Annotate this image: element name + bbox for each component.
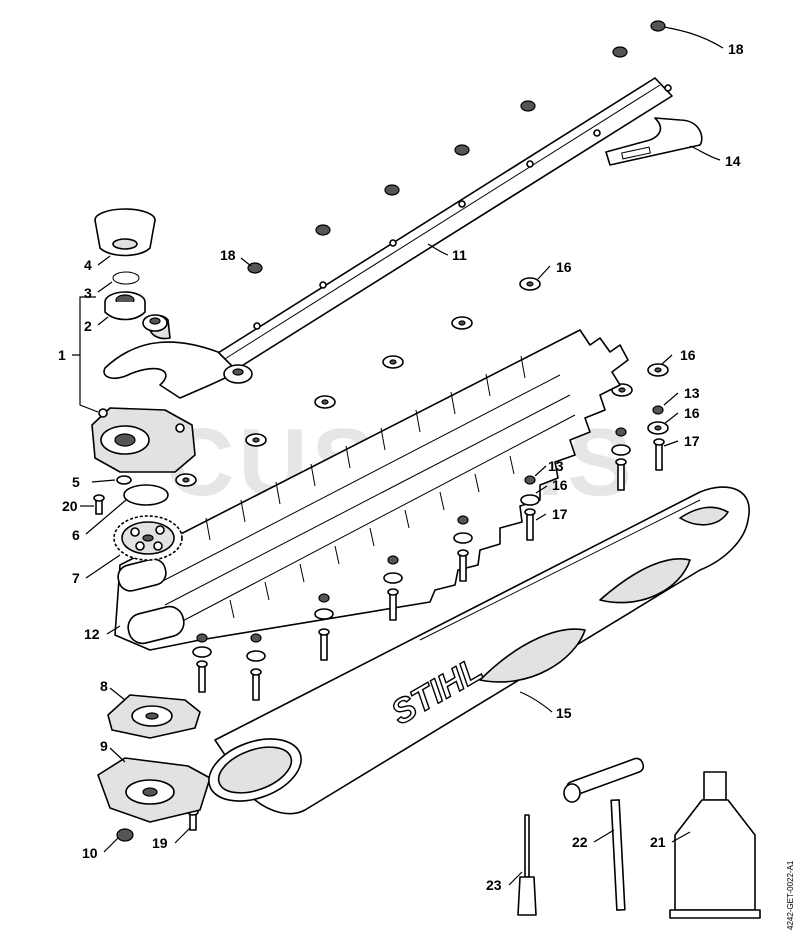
callout-23: 23 xyxy=(486,877,502,893)
callout-21: 21 xyxy=(650,834,666,850)
callout-18: 18 xyxy=(728,41,744,57)
callout-labels: 18 14 11 18 16 4 3 2 1 16 13 16 17 13 16… xyxy=(58,41,744,893)
part-15-scabbard: STIHL xyxy=(208,486,750,815)
callout-17: 17 xyxy=(684,433,700,449)
diagram-code: 4242-GET-0022-A1 xyxy=(786,860,795,930)
callout-16: 16 xyxy=(552,477,568,493)
nuts-13 xyxy=(196,405,664,643)
callout-13: 13 xyxy=(548,458,564,474)
callout-12: 12 xyxy=(84,626,100,642)
callout-4: 4 xyxy=(84,257,92,273)
part-4-cap xyxy=(94,208,156,257)
part-11-connecting-rod xyxy=(103,77,673,399)
callout-2: 2 xyxy=(84,318,92,334)
callout-10: 10 xyxy=(82,845,98,861)
callout-16: 16 xyxy=(556,259,572,275)
callout-16: 16 xyxy=(684,405,700,421)
callout-18: 18 xyxy=(220,247,236,263)
part-12-blades xyxy=(114,329,629,651)
part-5-drive-pin xyxy=(116,475,132,485)
part-2-bearing xyxy=(104,291,146,321)
part-14-clip xyxy=(605,117,703,166)
callout-8: 8 xyxy=(100,678,108,694)
bolts-17 xyxy=(93,438,665,831)
callout-13: 13 xyxy=(684,385,700,401)
callout-19: 19 xyxy=(152,835,168,851)
part-10-nut xyxy=(116,828,134,842)
part-21-grease-tube xyxy=(669,771,761,919)
callout-17: 17 xyxy=(552,506,568,522)
part-9-housing xyxy=(97,757,211,823)
leader-lines xyxy=(72,26,724,886)
rod-rivets xyxy=(253,84,672,330)
washers-small xyxy=(192,444,631,662)
part-23-screwdriver xyxy=(517,814,537,916)
callout-9: 9 xyxy=(100,738,108,754)
part-3-circlip xyxy=(112,271,140,285)
nuts-18 xyxy=(247,20,666,274)
callout-5: 5 xyxy=(72,474,80,490)
part-1-gear-housing xyxy=(91,407,196,473)
callout-7: 7 xyxy=(72,570,80,586)
part-6-disc xyxy=(123,484,169,506)
callout-14: 14 xyxy=(725,153,741,169)
part-7-gear xyxy=(113,515,183,561)
callout-3: 3 xyxy=(84,285,92,301)
part-8-cover xyxy=(107,694,201,739)
callout-16: 16 xyxy=(680,347,696,363)
callout-1: 1 xyxy=(58,347,66,363)
callout-20: 20 xyxy=(62,498,78,514)
callout-11: 11 xyxy=(452,247,467,263)
callout-15: 15 xyxy=(556,705,572,721)
part-22-t-wrench xyxy=(563,757,645,911)
callout-22: 22 xyxy=(572,834,588,850)
callout-6: 6 xyxy=(72,527,80,543)
